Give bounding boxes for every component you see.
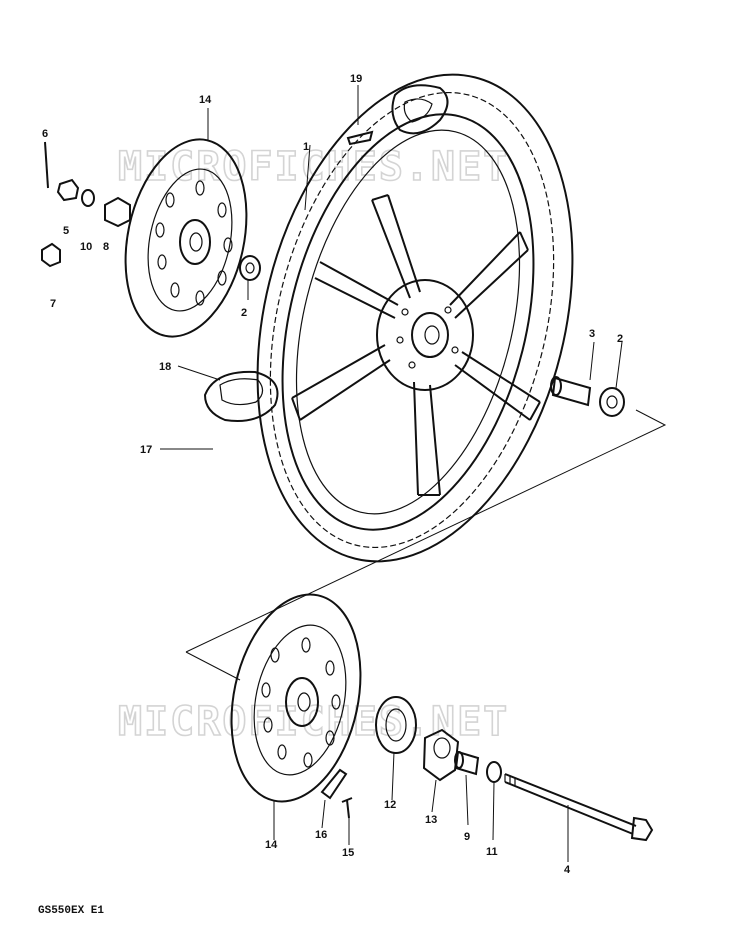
axle-4 — [504, 773, 654, 842]
watermark-top: MICROFICHES.NET — [118, 144, 509, 190]
callout-15: 15 — [342, 847, 354, 859]
callout-9: 9 — [464, 831, 470, 843]
diagram-code: GS550EX E1 — [38, 905, 105, 917]
callout-10: 10 — [80, 241, 92, 253]
nut-5 — [56, 178, 80, 202]
callout-1: 1 — [303, 141, 309, 153]
rim-outer — [281, 113, 535, 531]
callout-16: 16 — [315, 829, 327, 841]
callout-2-top: 2 — [241, 307, 247, 319]
washer-11 — [486, 761, 502, 783]
washer-10 — [81, 189, 95, 207]
callout-14-top: 14 — [199, 94, 212, 106]
callout-6: 6 — [42, 128, 48, 140]
callout-19: 19 — [350, 73, 362, 85]
collar-8 — [104, 196, 131, 228]
wheel-spokes — [291, 194, 541, 496]
callout-17: 17 — [140, 444, 152, 456]
watermark-bottom: MICROFICHES.NET — [118, 699, 509, 745]
callout-5: 5 — [63, 225, 69, 237]
hub-center — [411, 312, 449, 358]
tire-section-top — [391, 84, 449, 135]
callout-13: 13 — [425, 814, 437, 826]
speedometer-gearbox-13 — [422, 728, 460, 782]
tire-outer — [256, 73, 574, 563]
bearing-2-top — [239, 255, 261, 281]
callouts: 1 2 2 3 4 5 6 7 8 9 10 11 12 13 14 14 15… — [42, 73, 623, 876]
brake-disc-top — [124, 138, 248, 338]
callout-8: 8 — [103, 241, 109, 253]
wheel-assembly — [203, 73, 574, 563]
bolt-15 — [341, 797, 353, 819]
spacer-9 — [454, 750, 480, 776]
callout-4: 4 — [564, 864, 571, 876]
bearing-2-right — [599, 387, 625, 417]
callout-11: 11 — [486, 846, 498, 858]
callout-2-right: 2 — [617, 333, 623, 345]
callout-14-bottom: 14 — [265, 839, 278, 851]
dust-seal-12 — [375, 696, 417, 754]
valve-stem — [346, 130, 374, 146]
spacer-3 — [550, 376, 592, 407]
callout-7: 7 — [50, 298, 56, 310]
callout-3: 3 — [589, 328, 595, 340]
callout-12: 12 — [384, 799, 396, 811]
brake-disc-bottom — [230, 593, 362, 803]
rim-inner — [295, 129, 521, 515]
hub-outer — [376, 279, 474, 391]
bolt-6 — [44, 141, 49, 189]
lock-plate-16 — [320, 768, 348, 800]
leader-lines — [160, 85, 623, 862]
callout-18: 18 — [159, 361, 171, 373]
tire-tread-band — [269, 91, 555, 549]
tire-section-left — [203, 370, 279, 422]
nut-7 — [41, 242, 61, 268]
